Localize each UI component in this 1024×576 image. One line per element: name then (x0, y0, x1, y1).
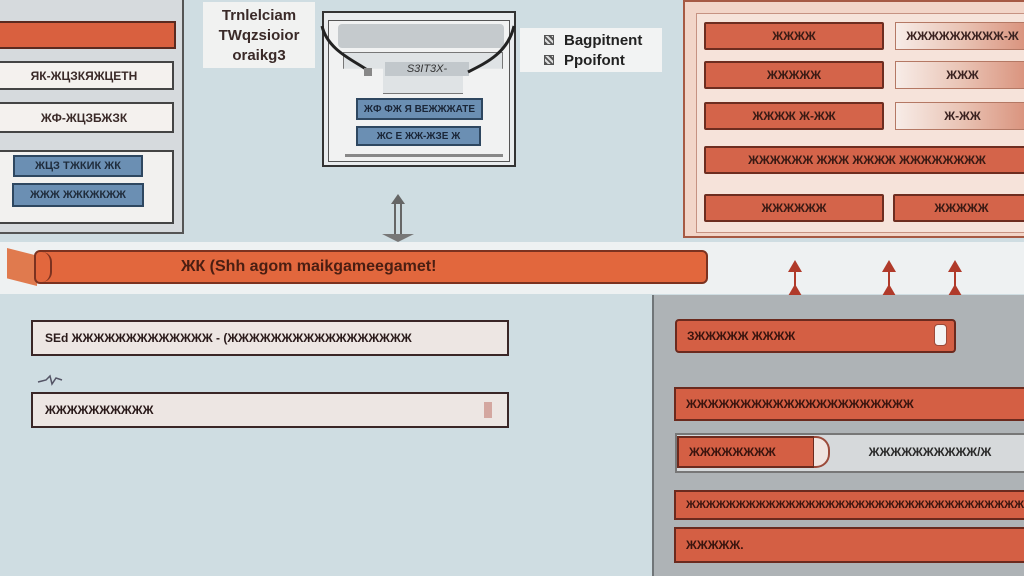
left-row-1[interactable]: ЯК-ЖЦЗКЯЖЦЕТН (0, 61, 174, 90)
left-blue-button-2[interactable]: ЖЖЖ ЖЖКЖКЖЖ (12, 183, 144, 207)
left-row-2[interactable]: ЖФ-ЖЦЗБЖЗК (0, 102, 174, 133)
legend-label: Ppoifont (564, 51, 625, 69)
main-bar[interactable]: ЖК (Shh agom maikgameegamet! (34, 250, 708, 284)
table-cell[interactable]: ЖЖЖЖЖЖЖЖЖ-Ж (895, 22, 1024, 50)
legend-swatch-icon (544, 55, 554, 65)
device-button-2[interactable]: ЖС Е ЖЖ-ЖЗЕ Ж (356, 126, 481, 146)
lower-right-field-4[interactable]: ЖЖЖЖЖЖЖЖЖЖЖЖЖЖЖЖЖЖЖЖЖЖЖЖЖЖЖЖЖЖЖЖЖЖЖ ЖЖЖЖ… (674, 490, 1024, 520)
table-cell[interactable]: ЖЖЖЖЖЖ ЖЖЖ ЖЖЖЖ ЖЖЖЖЖЖЖЖ (704, 146, 1024, 174)
scroll-handle[interactable] (484, 402, 492, 418)
device-button-1[interactable]: ЖФ ФЖ Я ВЕЖЖЖАТЕ (356, 98, 483, 120)
toggle-knob[interactable] (934, 324, 947, 346)
device-top-bar (338, 24, 504, 48)
table-cell[interactable]: ЖЖЖЖЖЖ (704, 194, 884, 222)
table-cell[interactable]: ЖЖЖЖЖ (893, 194, 1024, 222)
lower-right-field-3b[interactable]: ЖЖЖЖЖЖЖЖЖЖ/Ж (868, 445, 992, 459)
top-label-box: Trnlelciam TWqzsioior oraikg3 (203, 2, 315, 68)
device-slot: S3IT3X- (385, 62, 469, 76)
top-label-line-2: TWqzsioior (218, 27, 300, 44)
table-cell[interactable]: ЖЖЖЖ Ж-ЖЖ (704, 102, 884, 130)
lower-right-field-5[interactable]: ЖЖЖЖЖ. (674, 527, 1024, 563)
lower-right-field-3a[interactable]: ЖЖЖЖЖЖЖЖ (677, 436, 815, 468)
left-blue-button-1[interactable]: ЖЦЗ ТЖКИК ЖК (13, 155, 143, 177)
legend-item: Ppoifont (544, 50, 662, 70)
double-arrow-icon (382, 194, 414, 242)
lower-right-field-2[interactable]: ЖЖЖЖЖЖЖЖЖЖЖЖЖЖЖЖЖЖЖЖЖ (674, 387, 1024, 421)
table-cell[interactable]: ЖЖЖЖЖ (704, 61, 884, 89)
lower-left-field-2[interactable]: ЖЖЖЖЖЖЖЖЖЖ (31, 392, 509, 428)
squiggle-icon (37, 374, 63, 386)
arrow-up-icon (948, 260, 962, 296)
lower-right-field-1[interactable]: ЗЖЖЖЖЖ ЖЖЖЖ (675, 319, 956, 353)
arrow-up-icon (882, 260, 896, 296)
main-bar-cap (34, 252, 52, 282)
legend-item: Bagpitnent (544, 30, 662, 50)
table-cell[interactable]: ЖЖЖ (895, 61, 1024, 89)
top-label-line-1: Trnlelciam (221, 7, 297, 24)
left-header-bar (0, 21, 176, 49)
arrow-up-icon (788, 260, 802, 296)
legend-label: Bagpitnent (564, 31, 643, 49)
cable-icon (320, 25, 516, 76)
table-cell[interactable]: ЖЖЖЖ (704, 22, 884, 50)
legend-swatch-icon (544, 35, 554, 45)
lower-left-field-1[interactable]: SEd ЖЖЖЖЖЖЖЖЖЖЖЖЖ - (ЖЖЖЖЖЖЖЖЖЖЖЖЖЖЖЖЖ (31, 320, 509, 356)
top-label-line-3: oraikg3 (232, 47, 286, 64)
device-divider (345, 154, 503, 157)
table-cell[interactable]: Ж-ЖЖ (895, 102, 1024, 130)
legend: Bagpitnent Ppoifont (520, 28, 662, 72)
